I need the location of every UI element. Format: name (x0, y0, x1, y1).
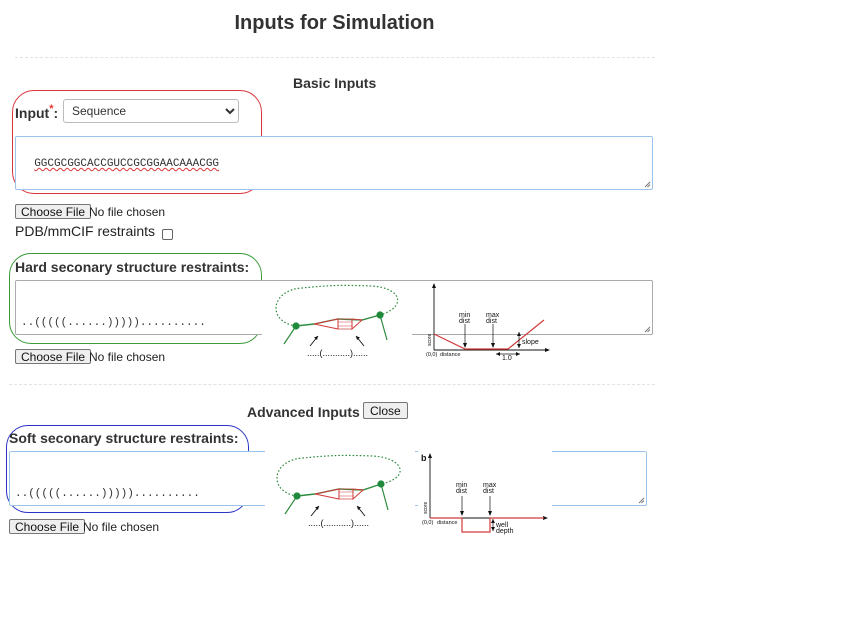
hard-restraints-line-1: ..(((((......))))).......... (21, 317, 206, 329)
advanced-inputs-heading: Advanced Inputs (247, 404, 360, 420)
hard-max-dist-label-line2: dist (486, 318, 497, 325)
soft-restraints-line-1: ..(((((......))))).......... (15, 488, 200, 500)
soft-rna-diagram: .....(...........)...... (265, 450, 415, 530)
sequence-file-status: No file chosen (89, 205, 166, 219)
hard-score-diagram: min dist max dist slope 1.0 (0,0) distan… (426, 283, 550, 362)
divider (9, 384, 655, 385)
resize-handle-icon[interactable] (644, 181, 651, 188)
soft-min-dist-label-line2: dist (456, 488, 467, 495)
page-title: Inputs for Simulation (234, 12, 435, 34)
rna-node-left (292, 322, 300, 330)
sequence-choose-file-button[interactable]: Choose File (15, 204, 92, 219)
hard-min-dist-label-line2: dist (459, 318, 470, 325)
divider (15, 57, 655, 58)
input-label-text: Input (15, 105, 50, 121)
resize-handle-icon[interactable] (644, 326, 651, 333)
resize-handle-icon[interactable] (638, 497, 645, 504)
rna-node-right (377, 480, 385, 488)
soft-b-label: b (421, 453, 427, 463)
rna-node-right (376, 311, 384, 319)
pdb-restraints-checkbox[interactable] (162, 229, 173, 240)
soft-distance-label: distance (437, 520, 458, 526)
soft-choose-file-button[interactable]: Choose File (9, 519, 86, 534)
hard-max-dist-label-line1: max (486, 312, 500, 319)
soft-origin-label: (0,0) (422, 520, 433, 526)
hard-choose-file-button[interactable]: Choose File (15, 349, 92, 364)
sequence-textarea[interactable]: GGCGCGGCACCGUCCGCGGAACAAACGG (15, 136, 653, 190)
sequence-text: GGCGCGGCACCGUCCGCGGAACAAACGG (34, 158, 220, 170)
input-type-select[interactable]: Sequence (63, 99, 239, 123)
hard-slope-label: slope (522, 339, 539, 346)
soft-min-dist-label-line1: min (456, 482, 467, 489)
advanced-close-button[interactable]: Close (363, 402, 408, 419)
hard-distance-label: distance (440, 352, 461, 358)
soft-score-diagram: b min dist max dist well depth (0,0) dis… (418, 450, 552, 538)
input-label: Input*: (15, 103, 59, 121)
soft-file-status: No file chosen (83, 520, 160, 534)
basic-inputs-heading: Basic Inputs (293, 75, 377, 91)
hard-file-status: No file chosen (89, 350, 166, 364)
hard-score-label: score (427, 334, 433, 346)
soft-max-dist-label-line1: max (483, 482, 497, 489)
hard-origin-label: (0,0) (426, 352, 437, 358)
soft-restraints-label: Soft seconary structure restraints: (9, 430, 239, 446)
hard-unit-label: 1.0 (502, 355, 512, 362)
rna-node-left (293, 492, 301, 500)
hard-restraints-label: Hard seconary structure restraints: (15, 259, 250, 275)
pdb-restraints-label: PDB/mmCIF restraints (15, 223, 156, 239)
soft-well-depth-label-line2: depth (496, 528, 514, 535)
required-mark: * (49, 103, 54, 115)
hard-min-dist-label-line1: min (459, 312, 470, 319)
hard-rna-diagram: .....(...........)...... (262, 282, 412, 360)
soft-score-label: score (423, 502, 429, 514)
hard-dotbracket: .....(...........)...... (307, 348, 368, 358)
input-label-colon: : (53, 105, 59, 121)
soft-max-dist-label-line2: dist (483, 488, 494, 495)
soft-well-depth-label-line1: well (495, 522, 509, 529)
soft-dotbracket: .....(...........)...... (308, 518, 369, 528)
